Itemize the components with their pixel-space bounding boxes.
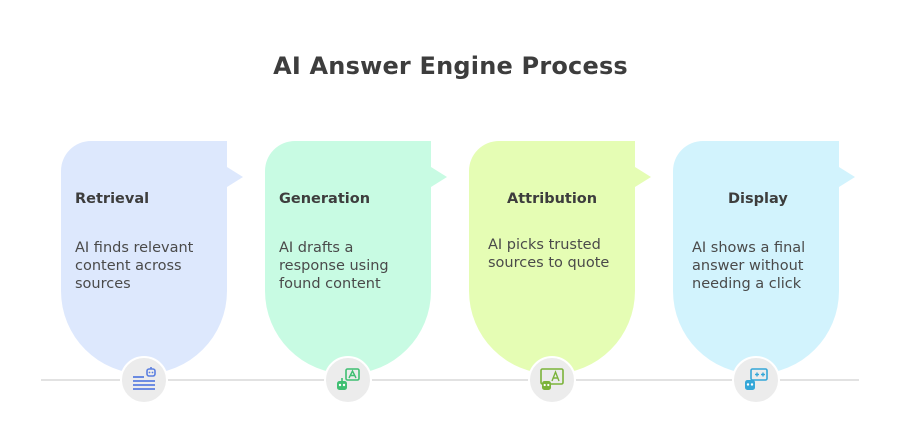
- diagram-title: AI Answer Engine Process: [273, 52, 628, 80]
- card-shape: [673, 141, 855, 374]
- card-shape: [61, 141, 243, 374]
- icon-glyph: [337, 368, 360, 390]
- step-card-retrieval: Retrieval AI finds relevant content acro…: [61, 141, 243, 381]
- step-card-attribution: Attribution AI picks trusted sources to …: [469, 141, 651, 381]
- step-description: AI shows a final answer without needing …: [692, 240, 806, 292]
- icon-glyph: [745, 368, 768, 390]
- step-description: AI finds relevant content across sources: [75, 240, 194, 292]
- robot-document-icon: [324, 356, 372, 404]
- timeline-line: [41, 379, 859, 381]
- step-heading: Display: [728, 191, 788, 207]
- step-heading: Generation: [279, 191, 371, 207]
- step-heading: Retrieval: [75, 191, 150, 207]
- icon-glyph: [540, 368, 564, 390]
- step-card-generation: Generation AI drafts a response using fo…: [265, 141, 447, 381]
- robot-list-icon: [120, 356, 168, 404]
- robot-quote-icon: [528, 356, 576, 404]
- card-shape: [469, 141, 651, 374]
- step-description: AI drafts a response using found content: [279, 240, 389, 292]
- step-heading: Attribution: [507, 191, 598, 207]
- step-card-display: Display AI shows a final answer without …: [673, 141, 855, 381]
- icon-glyph: [133, 367, 156, 390]
- step-description: AI picks trusted sources to quote: [488, 237, 610, 271]
- robot-screen-icon: [732, 356, 780, 404]
- card-shape: [265, 141, 447, 374]
